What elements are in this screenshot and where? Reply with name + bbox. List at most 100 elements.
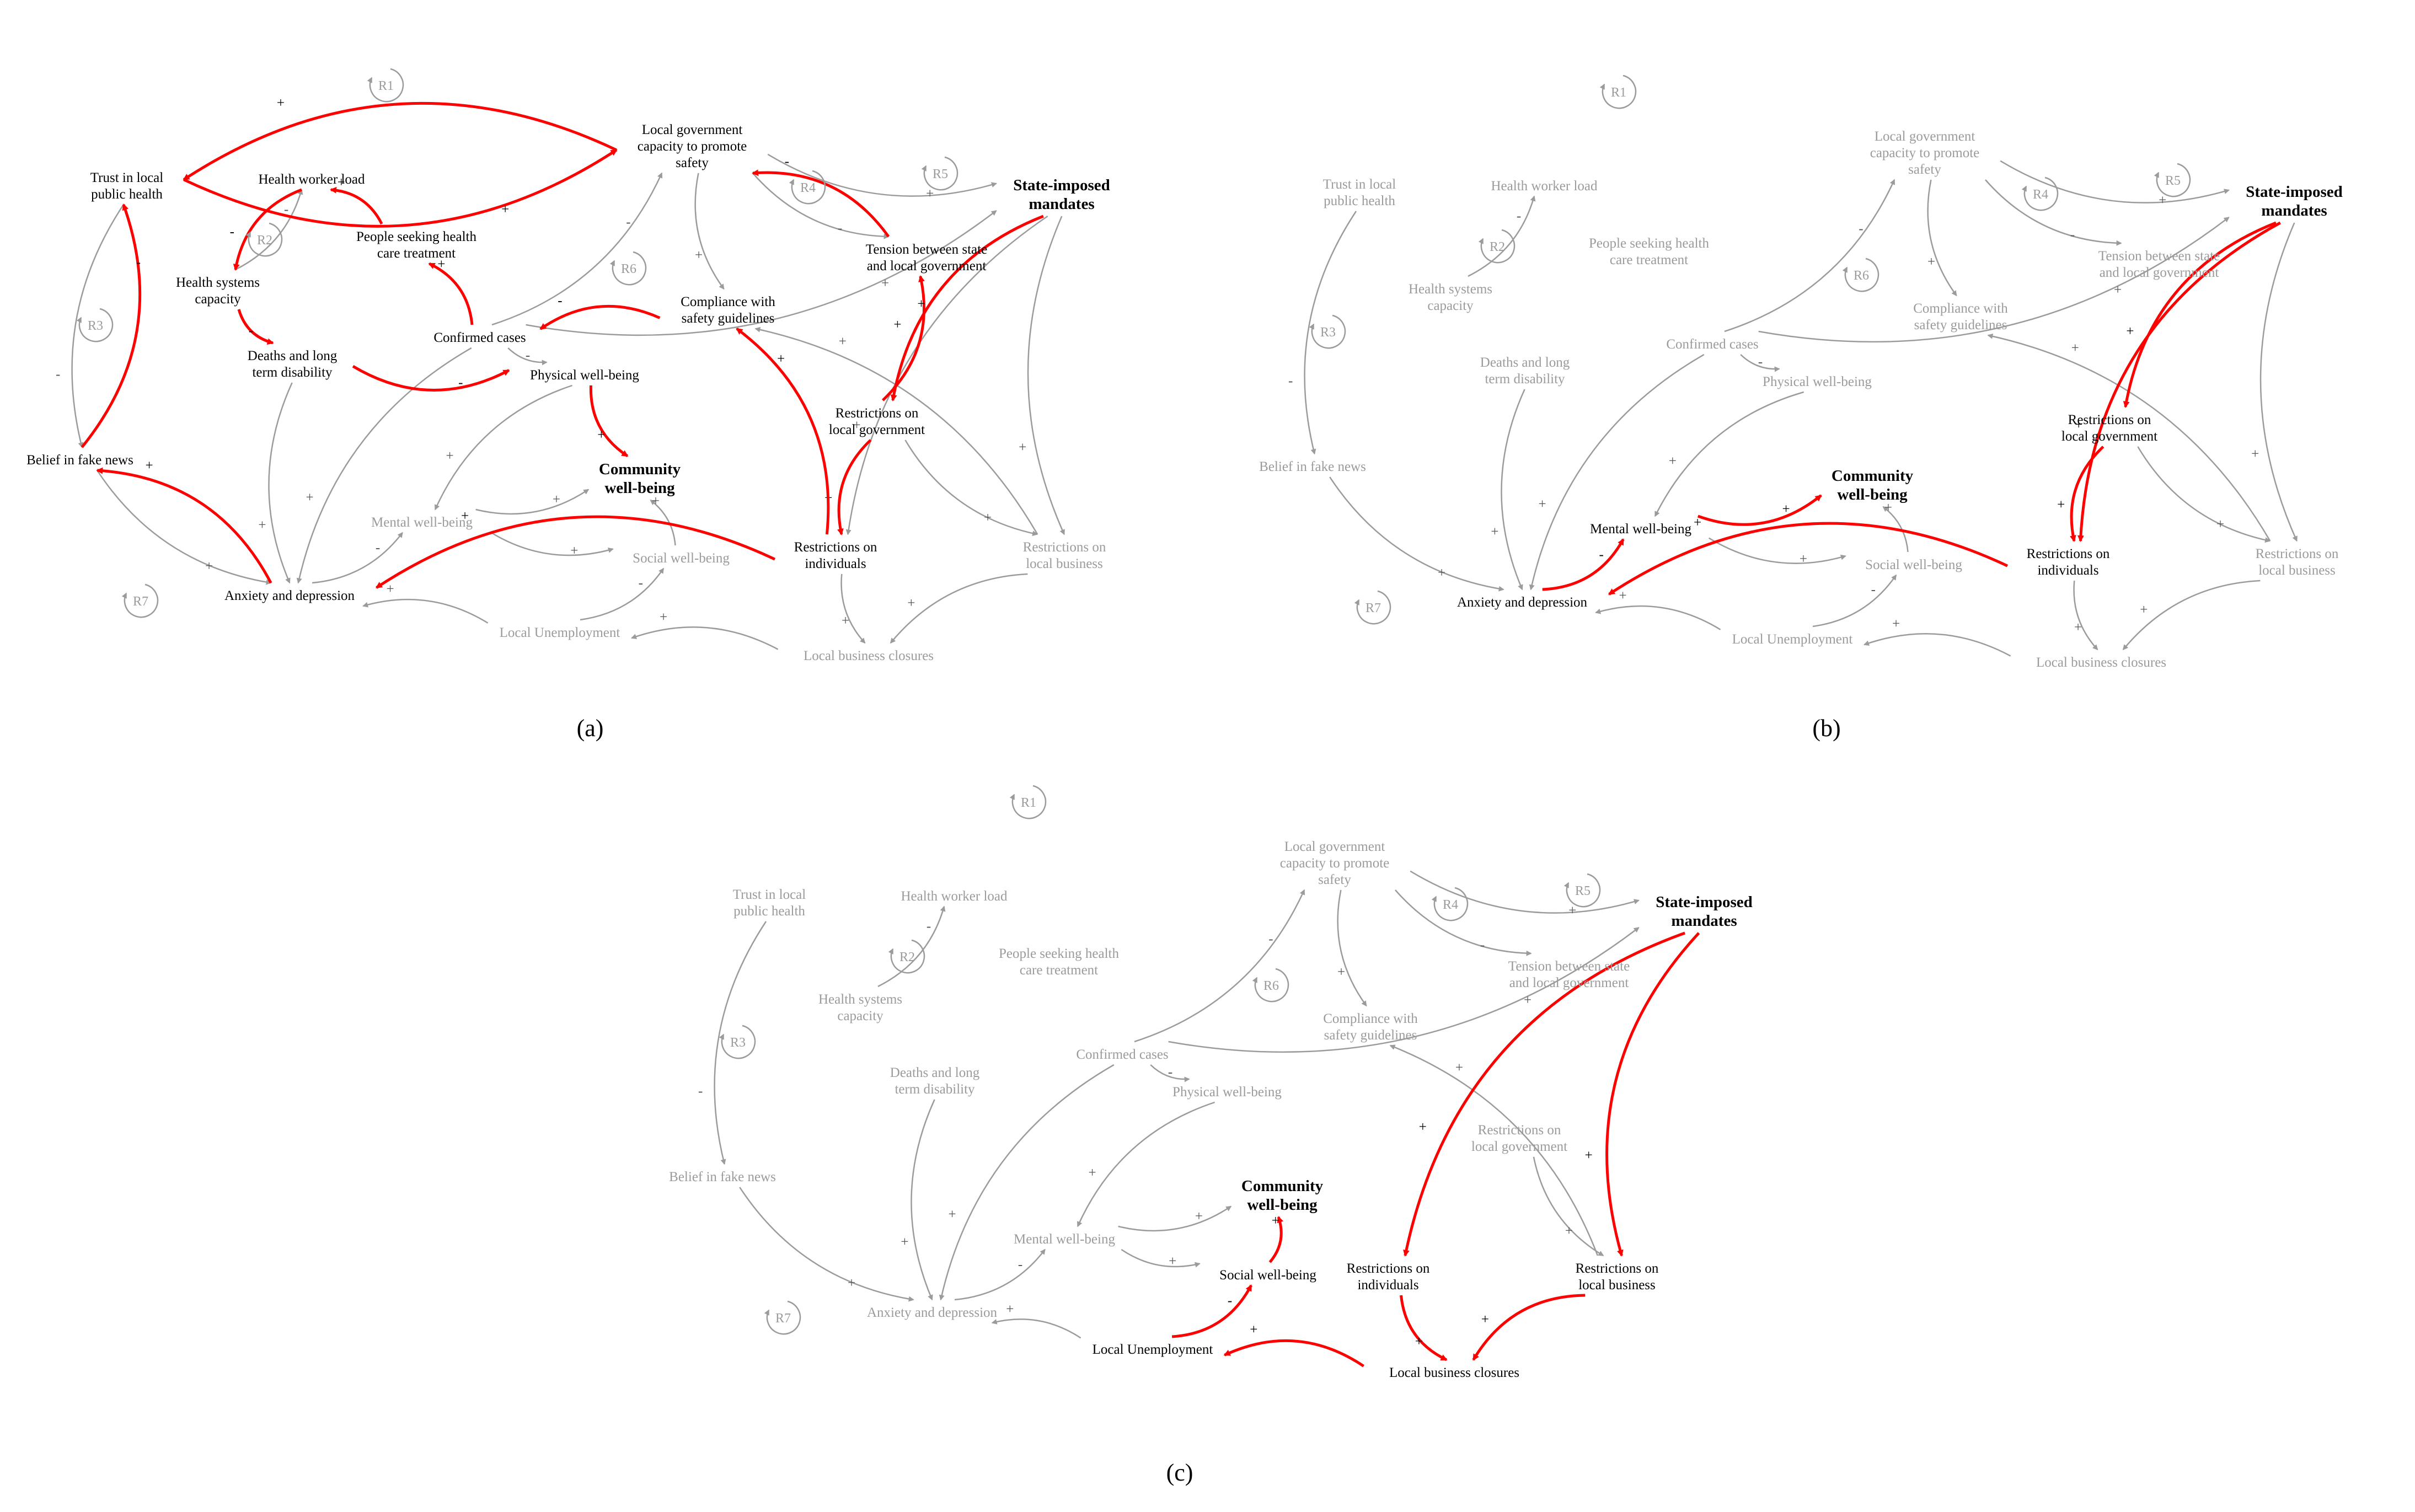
node-label-line: Restrictions on bbox=[794, 540, 877, 555]
loop-arrow-icon bbox=[1009, 785, 1047, 819]
node-label-line: Trust in local bbox=[1323, 177, 1396, 192]
link-polarity: + bbox=[1419, 1120, 1427, 1135]
link-polarity: + bbox=[1491, 524, 1498, 539]
link-cases-to-state bbox=[526, 210, 997, 336]
active-link-rind-to-closures bbox=[1400, 1295, 1448, 1361]
link-lgc-to-state bbox=[2000, 160, 2230, 203]
panel-c: +-+---++++-+++-++++++++-+R1R2R3R4R5R6R7T… bbox=[669, 785, 1753, 1486]
link-polarity: + bbox=[1415, 1334, 1423, 1349]
link-cases-to-phys bbox=[1150, 1064, 1190, 1082]
node-label-line: Local Unemployment bbox=[500, 625, 620, 640]
link-polarity: + bbox=[1782, 502, 1790, 517]
link-state-to-rind bbox=[845, 215, 1048, 535]
node-label-line: safety bbox=[676, 156, 709, 170]
node-label-line: local business bbox=[2258, 563, 2336, 578]
node-label-line: care treatment bbox=[377, 246, 456, 261]
link-rbus-to-closures bbox=[890, 573, 1028, 644]
link-polarity: - bbox=[1871, 582, 1876, 597]
node-label-line: Health systems bbox=[818, 992, 902, 1007]
active-link-mental-to-comm bbox=[1697, 494, 1822, 526]
node-label-line: Community bbox=[599, 460, 681, 478]
link-anx-to-mental bbox=[954, 1248, 1046, 1301]
link-unemp-to-anx bbox=[1595, 605, 1721, 630]
node-label-line: mandates bbox=[2261, 202, 2327, 219]
node-label-line: People seeking health bbox=[356, 229, 476, 244]
node-fake: Belief in fake news bbox=[669, 1170, 776, 1184]
link-polarity: + bbox=[1800, 551, 1807, 566]
loop-arrow-icon bbox=[1431, 887, 1469, 921]
node-closures: Local business closures bbox=[2036, 655, 2166, 670]
node-label-line: Restrictions on bbox=[1347, 1261, 1430, 1276]
link-polarity: + bbox=[258, 518, 266, 533]
loop-arrow-icon bbox=[2021, 176, 2059, 211]
node-label-line: Compliance with bbox=[1323, 1011, 1418, 1026]
link-mental-to-social bbox=[489, 531, 614, 556]
loop-label-r5: R5 bbox=[2165, 174, 2181, 188]
node-label-line: Local government bbox=[642, 122, 743, 137]
link-trust-to-fake bbox=[714, 921, 767, 1165]
link-polarity: + bbox=[948, 1207, 956, 1222]
link-polarity: + bbox=[1669, 454, 1677, 469]
loop-label-r2: R2 bbox=[257, 233, 272, 248]
loop-label-r5: R5 bbox=[933, 167, 948, 181]
link-polarity: + bbox=[277, 95, 285, 110]
link-polarity: - bbox=[698, 1084, 703, 1099]
link-polarity: + bbox=[205, 559, 213, 574]
node-label-line: Health systems bbox=[1409, 282, 1492, 297]
link-polarity: + bbox=[145, 458, 153, 473]
node-label-line: capacity bbox=[837, 1009, 883, 1023]
loop-arrow-icon bbox=[764, 1300, 801, 1335]
link-phys-to-mental bbox=[434, 384, 572, 511]
node-closures: Local business closures bbox=[1389, 1365, 1519, 1380]
node-label-line: care treatment bbox=[1020, 963, 1098, 978]
node-anx: Anxiety and depression bbox=[867, 1305, 998, 1320]
node-label-line: Deaths and long bbox=[248, 348, 338, 363]
loop-arrow-icon bbox=[1354, 590, 1391, 625]
node-label-line: Restrictions on bbox=[2256, 546, 2339, 561]
node-label-line: Restrictions on bbox=[836, 406, 919, 421]
node-label-line: Health worker load bbox=[1491, 179, 1598, 194]
node-label-line: Belief in fake news bbox=[1259, 459, 1366, 474]
node-label-line: State-imposed bbox=[1013, 176, 1110, 194]
node-label-line: individuals bbox=[1357, 1278, 1418, 1293]
active-link-comp-to-cases bbox=[539, 304, 661, 330]
node-label-line: safety guidelines bbox=[1914, 318, 2007, 333]
link-polarity: + bbox=[660, 610, 667, 625]
node-label-line: public health bbox=[91, 187, 163, 202]
loop-arrow-icon bbox=[1563, 873, 1601, 908]
link-polarity: - bbox=[558, 293, 562, 308]
node-label-line: capacity to promote bbox=[638, 139, 747, 154]
link-polarity: + bbox=[1481, 1312, 1489, 1327]
link-polarity: - bbox=[1517, 208, 1521, 223]
active-link-cases-to-seek bbox=[428, 262, 474, 325]
active-link-lgc-to-trust bbox=[183, 101, 617, 181]
link-polarity: + bbox=[1006, 1302, 1014, 1317]
link-fake-to-anx bbox=[97, 470, 272, 585]
loop-label-r2: R2 bbox=[1490, 240, 1505, 254]
links: +-+---++++-+++-++++++++-+ bbox=[698, 870, 1700, 1368]
node-label-line: Local business closures bbox=[2036, 655, 2166, 670]
node-label-line: capacity to promote bbox=[1870, 146, 1980, 160]
node-label-line: term disability bbox=[895, 1082, 975, 1097]
node-hwl: Health worker load bbox=[1491, 179, 1598, 194]
link-polarity: + bbox=[1884, 501, 1892, 516]
link-cases-to-state bbox=[1168, 927, 1640, 1053]
link-polarity: + bbox=[338, 175, 345, 190]
node-label-line: Trust in local bbox=[733, 887, 806, 902]
link-polarity: - bbox=[1288, 374, 1293, 389]
node-label-line: Local Unemployment bbox=[1732, 632, 1853, 647]
loop-arrow-icon bbox=[76, 308, 114, 342]
link-rlg-to-rbus bbox=[2137, 446, 2271, 543]
link-polarity: + bbox=[597, 427, 605, 442]
link-unemp-to-anx bbox=[991, 1318, 1081, 1339]
